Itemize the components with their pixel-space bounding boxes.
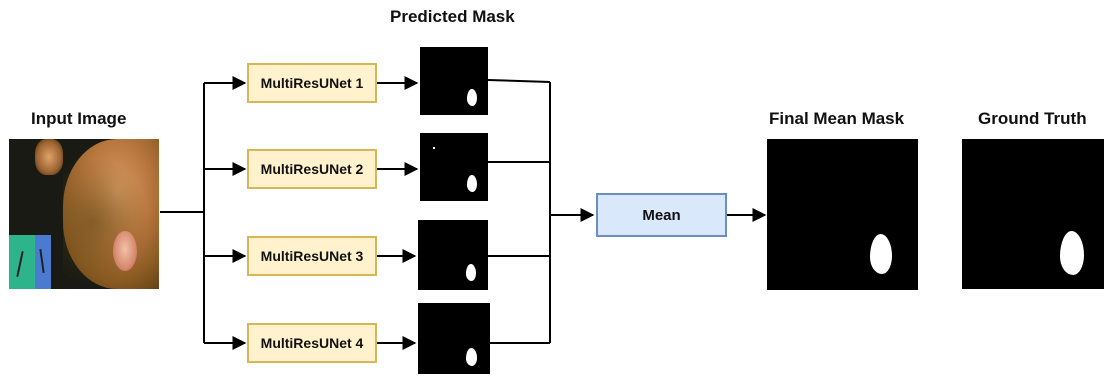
predicted-mask-1 xyxy=(420,47,488,115)
final-mean-mask xyxy=(767,139,918,290)
predicted-mask-label: Predicted Mask xyxy=(390,7,515,26)
final-mean-mask-label: Final Mean Mask xyxy=(769,109,905,128)
predicted-mask-3 xyxy=(418,220,488,290)
unet-box-4: MultiResUNet 4 xyxy=(247,323,377,363)
mask-blob xyxy=(467,89,477,106)
unet-label: MultiResUNet 3 xyxy=(260,248,364,264)
unet-box-1: MultiResUNet 1 xyxy=(247,63,377,103)
mean-label: Mean xyxy=(642,206,681,224)
inset-thumbnail xyxy=(35,139,63,175)
mean-box: Mean xyxy=(596,193,727,237)
ground-truth-label: Ground Truth xyxy=(978,109,1087,128)
unet-label: MultiResUNet 4 xyxy=(260,335,364,351)
tissue-shading xyxy=(63,139,159,289)
polyp-region xyxy=(113,231,137,271)
predicted-mask-2 xyxy=(420,133,488,201)
mask-1-out xyxy=(487,79,551,83)
overlay-green-patch xyxy=(9,235,35,289)
ground-truth-mask xyxy=(962,139,1104,289)
unet-label: MultiResUNet 1 xyxy=(260,75,364,91)
predicted-mask-4 xyxy=(418,303,490,374)
mask-blob xyxy=(466,264,476,281)
mask-blob xyxy=(466,348,477,366)
input-image-label: Input Image xyxy=(31,109,127,128)
unet-label: MultiResUNet 2 xyxy=(260,161,364,177)
mask-blob xyxy=(1060,231,1084,275)
mask-speck xyxy=(433,147,435,149)
unet-box-3: MultiResUNet 3 xyxy=(247,236,377,276)
input-image xyxy=(9,139,159,289)
mask-blob xyxy=(870,234,892,274)
unet-box-2: MultiResUNet 2 xyxy=(247,149,377,189)
mask-blob xyxy=(467,175,477,192)
